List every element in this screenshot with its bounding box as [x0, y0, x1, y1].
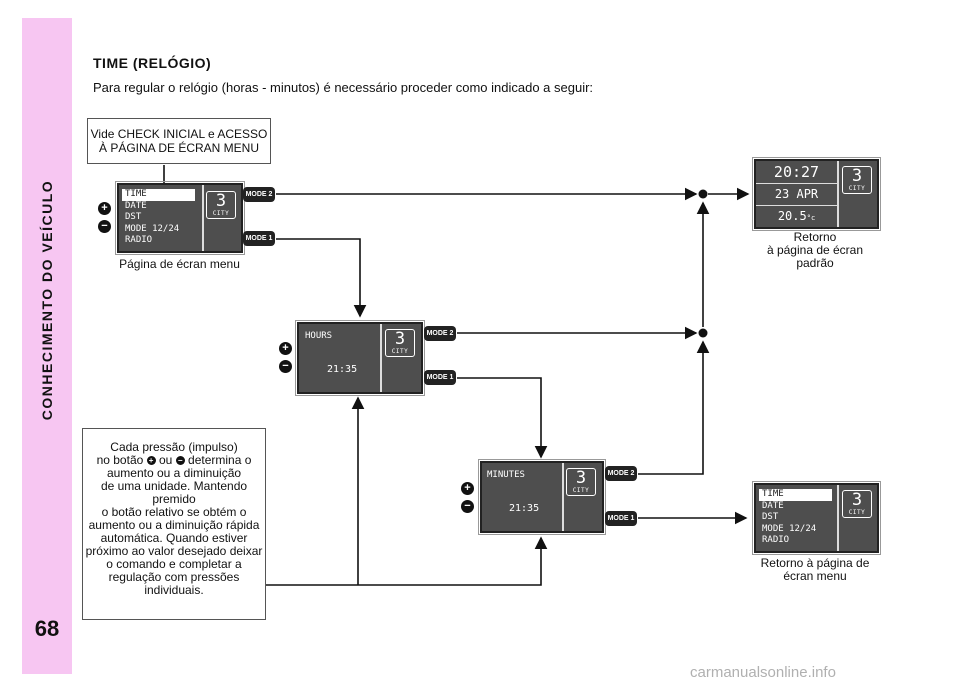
menu-item-mode: MODE 12/24	[762, 523, 817, 534]
page-number: 68	[34, 616, 60, 641]
menu-item-radio: RADIO	[762, 535, 790, 545]
junction-dot	[698, 328, 708, 338]
mode1-button[interactable]: MODE 1	[243, 231, 275, 246]
intro-text: Para regular o relógio (horas - minutos)…	[93, 80, 594, 95]
plus-icon: +	[98, 202, 111, 215]
minus-icon: −	[175, 456, 185, 466]
return-menu-caption: Retorno à página de écran menu	[760, 556, 870, 583]
page-heading: TIME (RELÓGIO)	[93, 55, 212, 71]
minus-icon: −	[98, 220, 111, 233]
plus-icon: +	[146, 456, 156, 466]
note-check-initial: Vide CHECK INICIAL e ACESSO À PÁGINA DE …	[87, 118, 271, 164]
note-pressure: Cada pressão (impulso) no botão + ou − d…	[82, 428, 266, 620]
menu-item-date: DATE	[125, 200, 147, 211]
hours-value: 21:35	[327, 364, 358, 375]
mode1-button[interactable]: MODE 1	[424, 370, 456, 385]
menu-screen-caption: Página de écran menu	[119, 257, 240, 271]
junction-dot	[698, 189, 708, 199]
default-screen-caption: Retorno à página de écran padrão	[766, 230, 864, 270]
mode2-button[interactable]: MODE 2	[424, 326, 456, 341]
plus-icon: +	[461, 482, 474, 495]
menu-item-dst: DST	[125, 212, 142, 222]
plus-icon: +	[279, 342, 292, 355]
menu-item-date: DATE	[762, 500, 784, 511]
date-display: 23 APR	[756, 184, 837, 206]
temperature-display: 20.5°c	[777, 209, 816, 223]
mode1-button[interactable]: MODE 1	[605, 511, 637, 526]
clock-time: 20:27	[756, 161, 837, 184]
menu-item-dst: DST	[762, 512, 779, 522]
minutes-value: 21:35	[509, 503, 540, 514]
mode2-button[interactable]: MODE 2	[243, 187, 275, 202]
minus-icon: −	[279, 360, 292, 373]
menu-item-time: TIME	[759, 489, 832, 501]
mode2-button[interactable]: MODE 2	[605, 466, 637, 481]
minutes-label: MINUTES	[487, 470, 525, 480]
menu-item-radio: RADIO	[125, 235, 153, 245]
hours-label: HOURS	[305, 331, 333, 341]
watermark: carmanualsonline.info	[690, 664, 836, 681]
menu-item-mode: MODE 12/24	[125, 223, 180, 234]
sidebar-band	[22, 18, 72, 674]
menu-item-time: TIME	[122, 189, 195, 201]
minus-icon: −	[461, 500, 474, 513]
